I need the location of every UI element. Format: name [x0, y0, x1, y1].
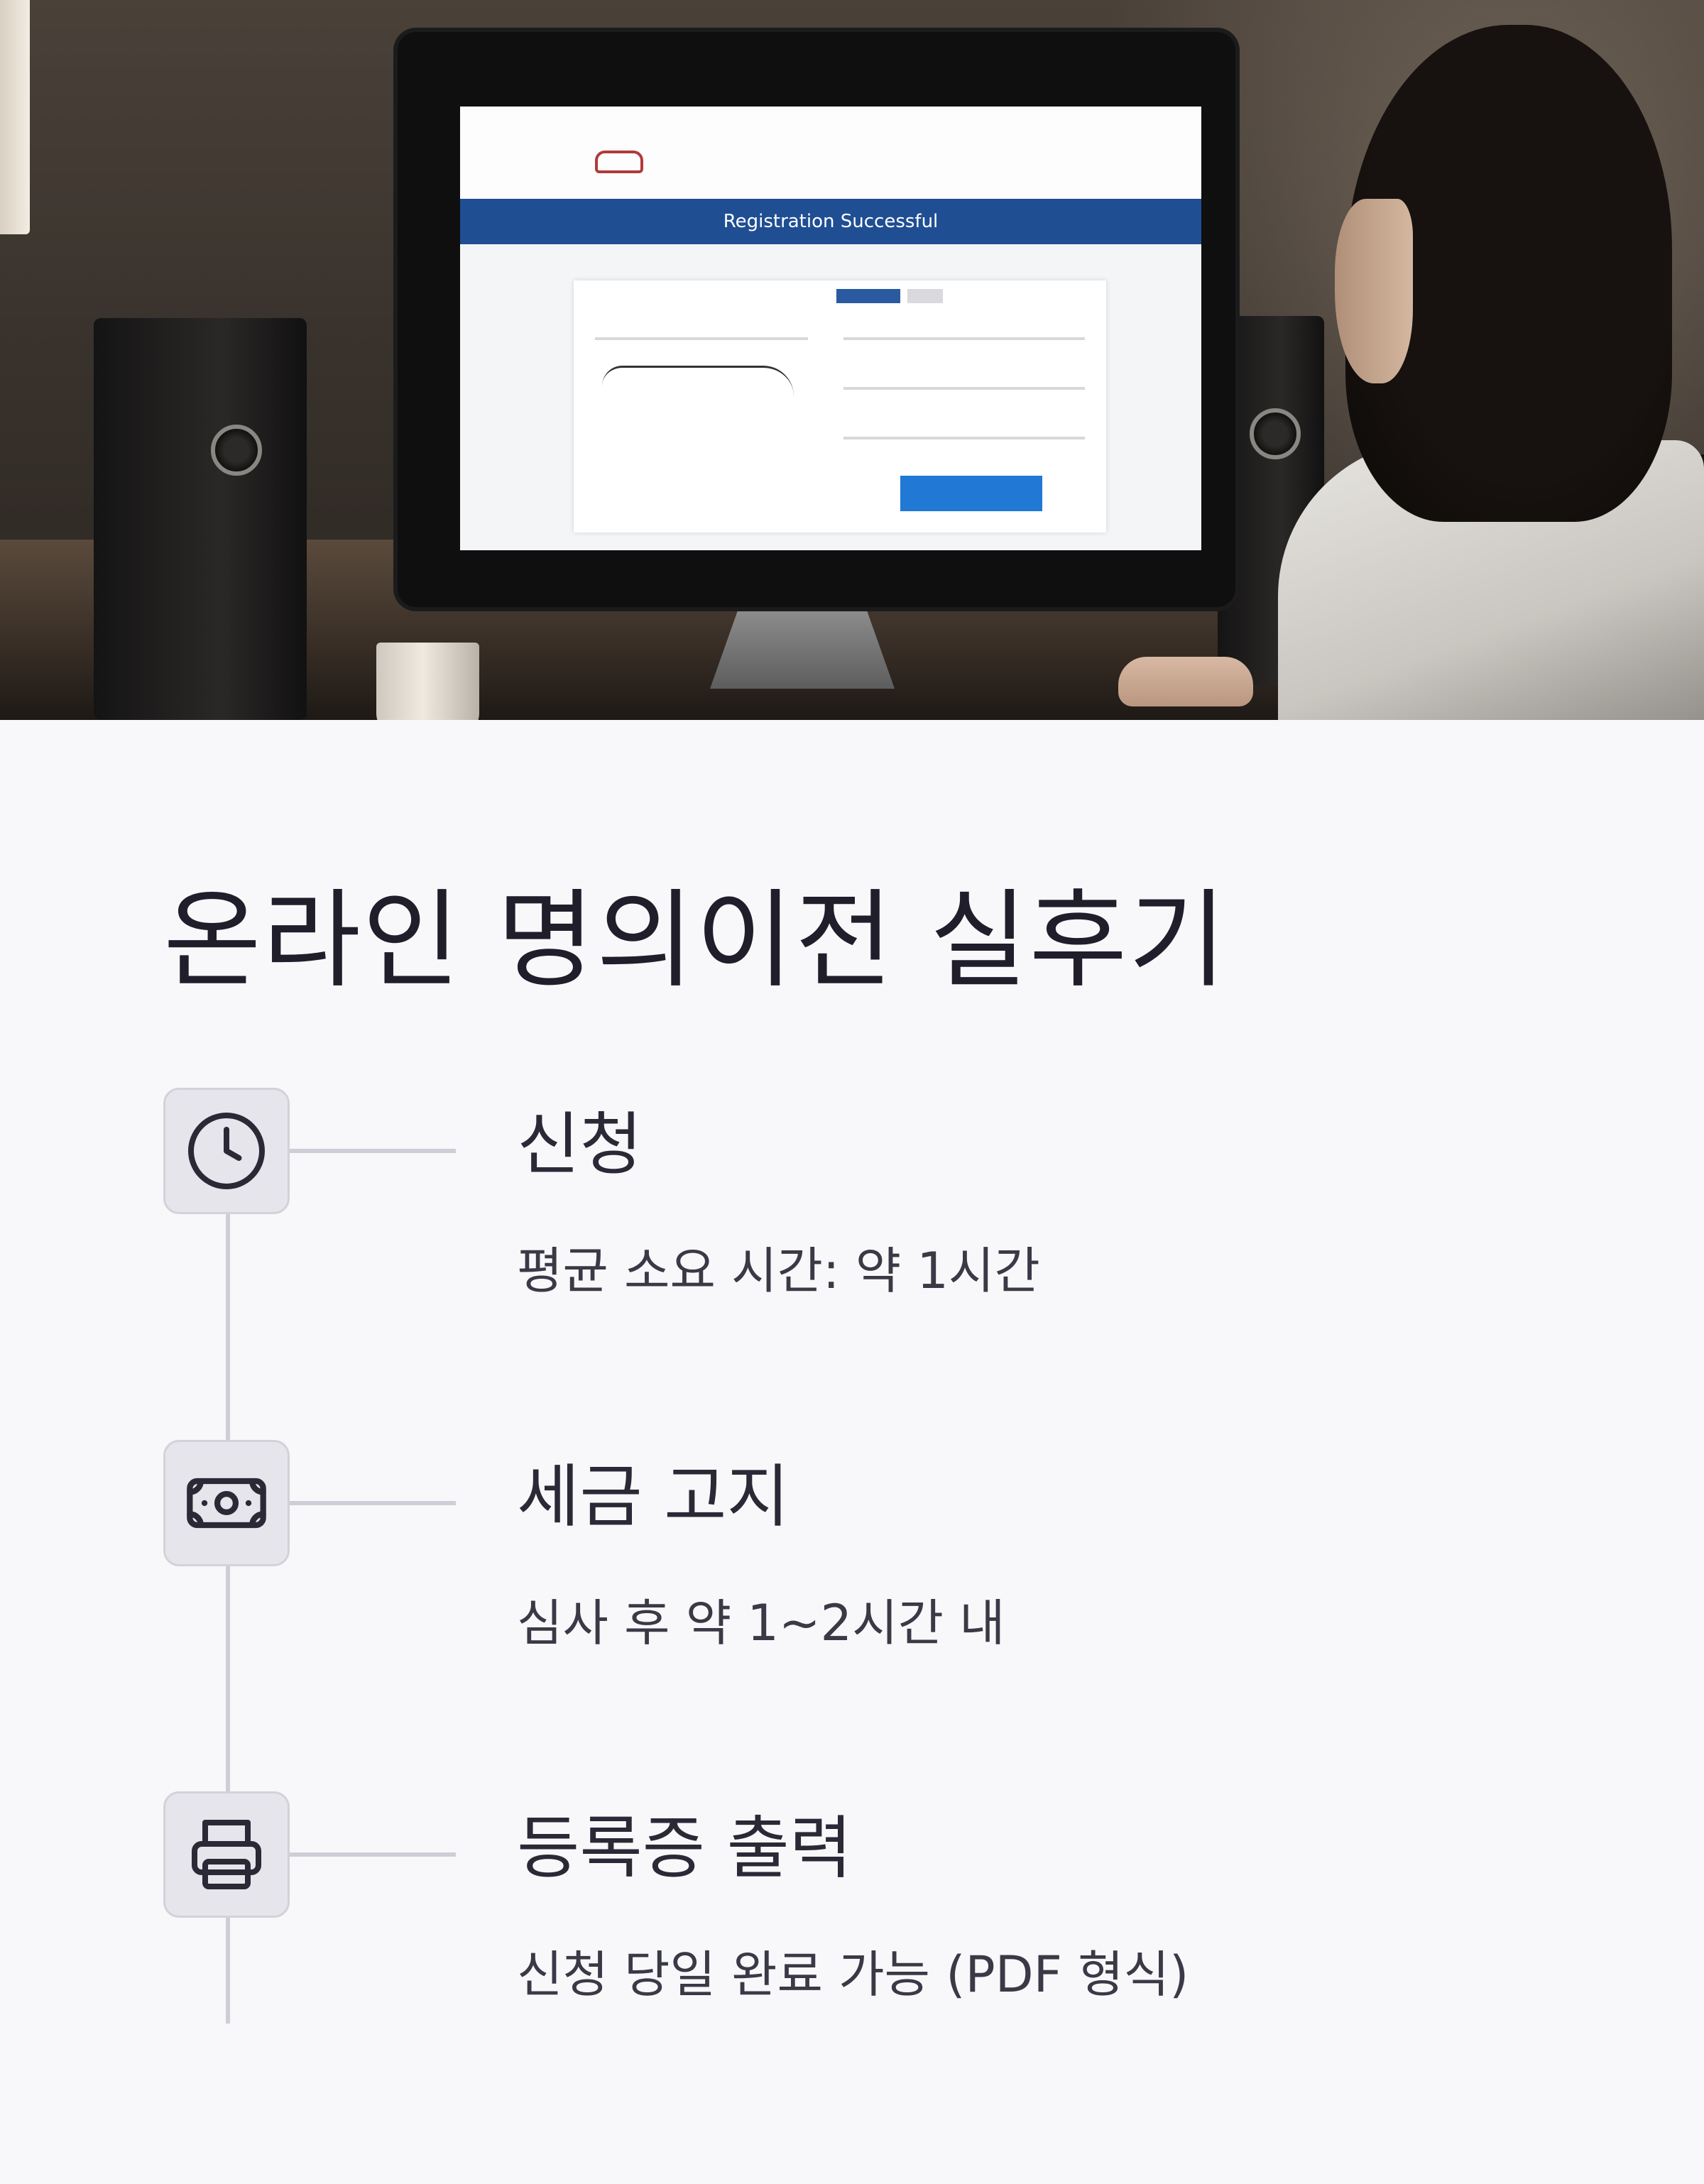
step-icon-box	[163, 1088, 290, 1214]
coffee-cup	[376, 643, 479, 720]
person-hand	[1118, 657, 1253, 706]
screen-confirm-button	[900, 476, 1042, 511]
screen-banner: Registration Successful	[460, 199, 1201, 244]
banknote-icon	[187, 1478, 266, 1529]
clock-icon	[188, 1113, 265, 1189]
lamp	[0, 0, 30, 234]
step-connector	[290, 1501, 456, 1505]
car-logo-icon	[595, 151, 643, 173]
step-title: 세금 고지	[517, 1457, 790, 1536]
timeline-step-apply: 신청 평균 소요 시간: 약 1시간	[0, 1088, 1704, 1315]
car-silhouette-icon	[602, 366, 794, 396]
monitor-stand	[710, 611, 895, 689]
timeline-step-print-registration: 등록증 출력 신청 당일 완료 가능 (PDF 형식)	[0, 1791, 1704, 2019]
step-description: 신청 당일 완료 가능 (PDF 형식)	[517, 1945, 1189, 2004]
step-icon-box	[163, 1440, 290, 1566]
step-connector	[290, 1852, 456, 1857]
monitor-screen: Registration Successful	[460, 107, 1201, 550]
step-description: 심사 후 약 1~2시간 내	[517, 1594, 1005, 1652]
printer-icon	[192, 1820, 261, 1889]
person-face	[1335, 199, 1413, 383]
hero-photo: Registration Successful	[0, 0, 1704, 720]
page-title: 온라인 명의이전 실후기	[163, 879, 1228, 1003]
step-description: 평균 소요 시간: 약 1시간	[517, 1242, 1040, 1300]
step-connector	[290, 1149, 456, 1153]
screen-card	[574, 280, 1106, 533]
timeline-rail	[226, 1207, 230, 2024]
step-icon-box	[163, 1791, 290, 1918]
step-title: 신청	[517, 1105, 643, 1184]
timeline-step-tax-notice: 세금 고지 심사 후 약 1~2시간 내	[0, 1440, 1704, 1667]
left-speaker	[94, 318, 307, 720]
step-title: 등록증 출력	[517, 1808, 853, 1888]
